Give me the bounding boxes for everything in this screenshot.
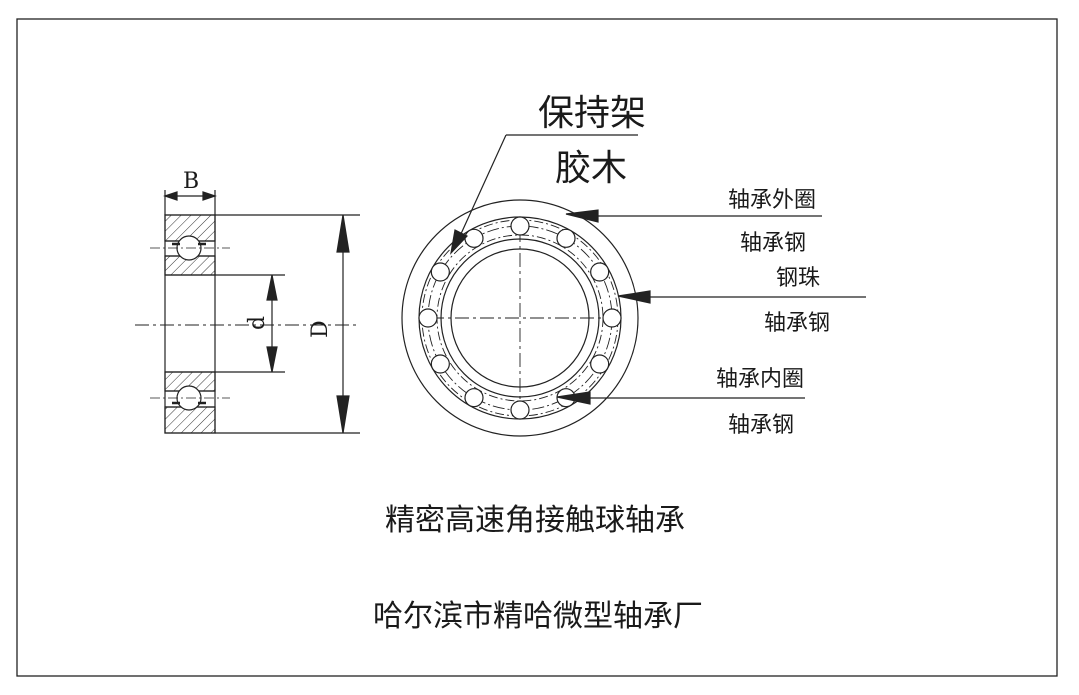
ball [430, 354, 450, 374]
ball [590, 262, 610, 282]
product-title: 精密高速角接触球轴承 [385, 503, 685, 538]
leaders [450, 134, 866, 405]
section-view [135, 190, 360, 434]
cage-label: 保持架 [538, 93, 646, 134]
inner-ring-material: 轴承钢 [728, 413, 794, 438]
outer-ring-label: 轴承外圈 [728, 188, 816, 213]
ball [590, 354, 610, 374]
ball [602, 308, 622, 328]
dim-label-outer: D [308, 320, 333, 338]
drawing-border [16, 18, 1058, 677]
cage-material: 胶木 [555, 148, 627, 189]
outer-ring-section-bottom [164, 406, 216, 434]
ball [418, 308, 438, 328]
ball-label: 钢珠 [776, 266, 820, 291]
ball [556, 228, 576, 248]
manufacturer-name: 哈尔滨市精哈微型轴承厂 [373, 599, 703, 634]
ball [510, 216, 530, 236]
outer-ring-material: 轴承钢 [740, 231, 806, 256]
outer-ring-outer-edge [401, 199, 639, 437]
inner-ring-label: 轴承内圈 [716, 367, 804, 392]
ball [464, 388, 484, 408]
ball [510, 400, 530, 420]
ball [430, 262, 450, 282]
dim-label-width: B [183, 169, 199, 194]
dim-label-bore: d [245, 316, 270, 330]
ball [464, 228, 484, 248]
ball-material: 轴承钢 [764, 311, 830, 336]
